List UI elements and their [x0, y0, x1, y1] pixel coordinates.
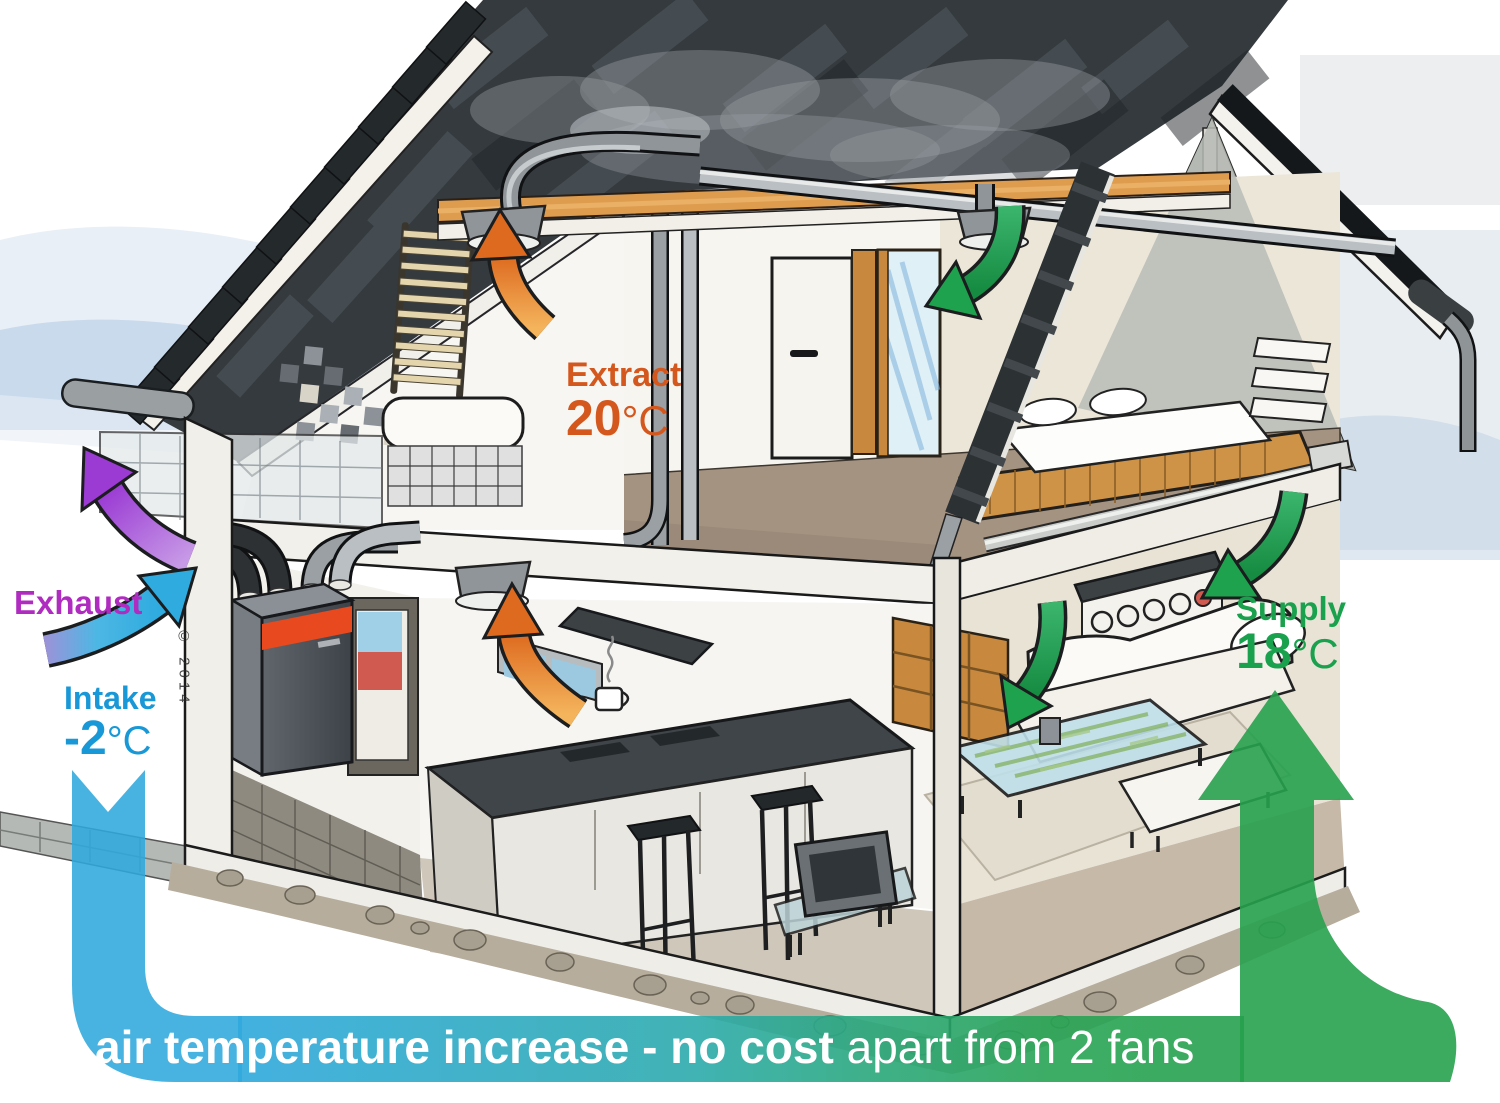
left-roof-verge: [61, 0, 494, 432]
attic-smoke: [470, 50, 1110, 186]
bathroom-extract-arrow: [469, 207, 556, 341]
supply-unit: °C: [1291, 629, 1339, 677]
door-handle: [790, 350, 818, 357]
bedroom: [957, 336, 1354, 553]
exhaust-word: Exhaust: [14, 584, 143, 621]
intake-arrow: [42, 566, 199, 668]
kitchen-extract-arrow: [481, 580, 588, 729]
duvet: [997, 400, 1273, 474]
living-room-supply-arrow-upper: [1199, 489, 1309, 600]
wall-shelves: [1248, 336, 1332, 424]
airflow-ribbons: [72, 690, 1457, 1082]
landing: [622, 206, 942, 568]
roof-dark-patches: [471, 49, 1270, 191]
extract-value: 20: [566, 389, 622, 446]
interior-door: [770, 256, 854, 460]
bedroom-supply-arrow: [923, 205, 1026, 321]
kitchen: [424, 560, 917, 1001]
supply-ribbon: [1198, 690, 1457, 1082]
supply-label: Supply 18°C: [1236, 592, 1346, 677]
table-object: [1039, 717, 1061, 745]
exhaust-label: Exhaust: [14, 586, 142, 620]
intake-value: -2: [64, 711, 107, 765]
downpipe: [1443, 313, 1474, 450]
towel-radiator: [390, 222, 475, 399]
artist-signature: © 2014: [175, 628, 193, 707]
airflow-arrows: [42, 205, 1309, 731]
bathroom: [99, 194, 625, 530]
banner-bold-text: air temperature increase - no cost: [95, 1021, 834, 1073]
tv-set: [773, 830, 917, 957]
riser-elbow: [623, 499, 667, 549]
left-wall-cut: [183, 416, 234, 864]
roof-cut-edge: [926, 161, 1115, 573]
wall-picture: [358, 612, 402, 652]
intake-ribbon: [72, 770, 242, 1082]
supply-value: 18: [1236, 622, 1292, 679]
tub-tile-apron: [387, 445, 523, 507]
coffee-mug: [594, 635, 630, 712]
corner-post: [932, 556, 962, 1034]
banner-bar: [238, 1016, 1244, 1082]
cooker-hood: [557, 606, 715, 666]
supply-word: Supply: [1236, 590, 1347, 627]
extract-duct: [331, 523, 421, 587]
unit-orange-stripe: [262, 606, 352, 650]
banner-regular-text: apart from 2 fans: [846, 1021, 1195, 1073]
attic-duct-long: [699, 169, 1396, 255]
bathtub: [381, 396, 525, 450]
coffee-table: [948, 698, 1209, 818]
hall-doorway: [347, 597, 419, 776]
living-room-supply-arrow-lower: [999, 600, 1068, 731]
extract-label: Extract 20°C: [566, 358, 681, 444]
left-gutter: [61, 378, 195, 421]
bedroom-glass-door: [876, 248, 942, 458]
exhaust-arrow: [80, 445, 197, 575]
extract-unit: °C: [621, 396, 669, 444]
steam: [606, 635, 615, 683]
intake-word: Intake: [64, 680, 157, 716]
extract-word: Extract: [566, 356, 682, 394]
landing-floor: [624, 520, 940, 568]
banner-text: air temperature increase - no cost apart…: [95, 1021, 1194, 1073]
intake-unit: °C: [106, 718, 152, 763]
intake-label: Intake -2°C: [64, 682, 156, 764]
upper-floor: [99, 118, 1355, 569]
pillow-2: [1089, 387, 1147, 417]
door-frame: [851, 249, 877, 455]
cut-tile-steps: [952, 181, 1109, 508]
living-room: [891, 550, 1306, 882]
